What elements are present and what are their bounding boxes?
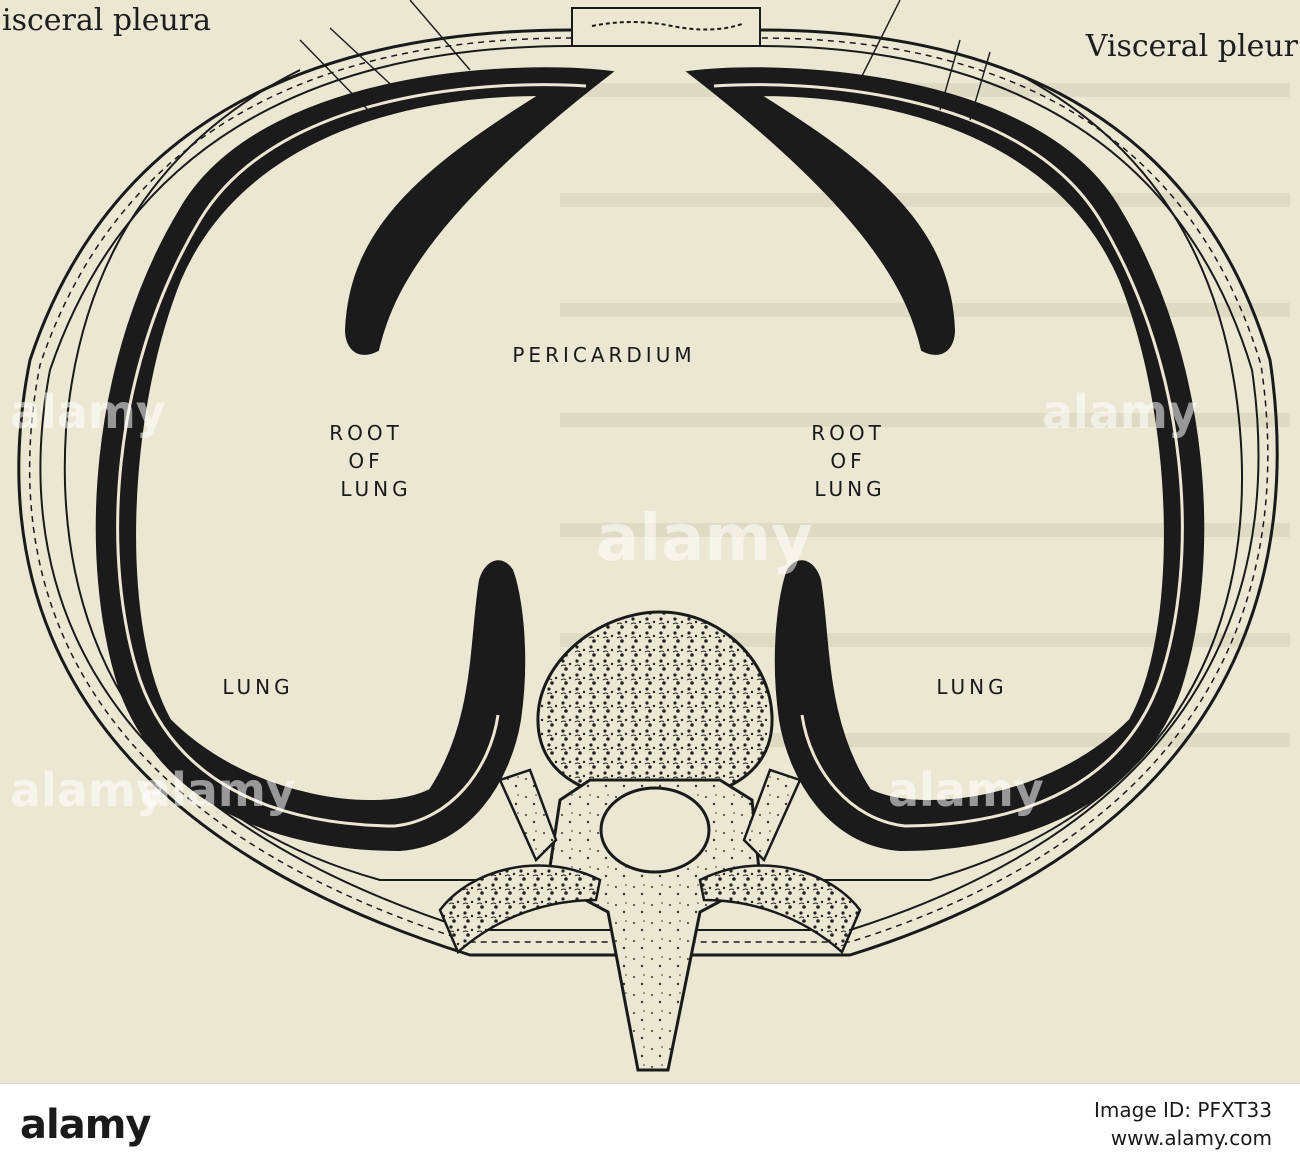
svg-text:OF: OF (830, 449, 865, 473)
svg-text:alamy: alamy (888, 763, 1044, 817)
transverse-process-right (698, 768, 862, 955)
watermark-overlay: alamy alamy alamy alamy alamy alamy (10, 385, 1198, 817)
footer-image-info: Image ID: PFXT33 www.alamy.com (1094, 1096, 1272, 1152)
svg-text:alamy: alamy (10, 385, 166, 439)
svg-text:ROOT: ROOT (811, 421, 885, 445)
left-pleural-sac (95, 67, 615, 852)
vertebral-arch (546, 778, 762, 1072)
label-visceral-pleura-right: Visceral pleur (1085, 29, 1299, 64)
thorax-cross-section-diagram: isceral pleura Visceral pleur PERICARDIU… (2, 0, 1299, 1072)
svg-text:ROOT: ROOT (329, 421, 403, 445)
image-id-text: Image ID: PFXT33 (1094, 1098, 1272, 1122)
svg-text:LUNG: LUNG (340, 477, 411, 501)
label-pericardium: PERICARDIUM (512, 343, 695, 367)
right-pleural-sac (685, 67, 1205, 852)
svg-text:alamy: alamy (140, 763, 296, 817)
label-root-of-lung-left: ROOT OF LUNG (329, 421, 411, 501)
label-visceral-pleura-left: isceral pleura (2, 3, 211, 38)
label-lung-left: LUNG (222, 675, 293, 699)
footer-bar: alamy Image ID: PFXT33 www.alamy.com (0, 1083, 1300, 1172)
label-lung-right: LUNG (936, 675, 1007, 699)
label-root-of-lung-right: ROOT OF LUNG (811, 421, 885, 501)
sternum (571, 7, 761, 47)
svg-text:alamy: alamy (596, 502, 813, 576)
vertebral-canal (599, 786, 711, 874)
site-url-text: www.alamy.com (1110, 1126, 1272, 1150)
svg-text:LUNG: LUNG (814, 477, 885, 501)
footer-logo: alamy (20, 1102, 151, 1148)
label-leader-lines (299, 0, 991, 121)
svg-text:alamy: alamy (10, 763, 166, 817)
transverse-process-left (438, 768, 602, 955)
svg-text:alamy: alamy (1042, 385, 1198, 439)
illustration-plate: isceral pleura Visceral pleur PERICARDIU… (0, 0, 1300, 1083)
svg-text:OF: OF (348, 449, 383, 473)
